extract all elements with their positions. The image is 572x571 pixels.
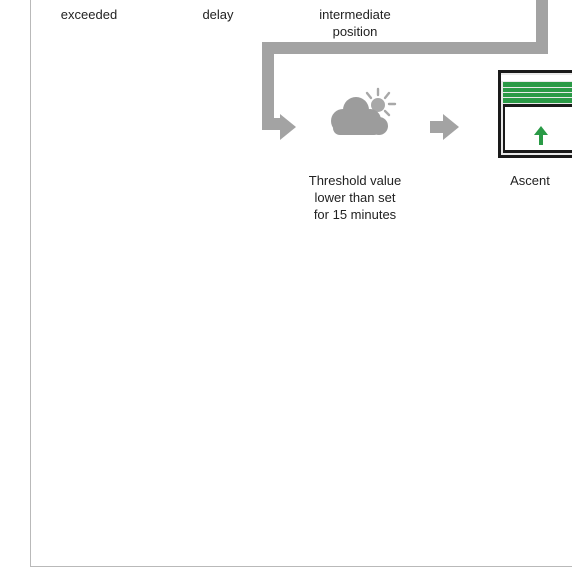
label-intermediate-line2: position (332, 24, 378, 39)
label-delay: delay (202, 7, 234, 22)
arrow-right-icon (430, 114, 459, 140)
label-threshold-line1: Threshold value (308, 173, 402, 188)
cloud-sun-icon (331, 87, 397, 135)
connector-arrowhead (280, 114, 296, 140)
label-threshold-line2: lower than set (314, 190, 396, 205)
label-threshold-line3: for 15 minutes (313, 207, 397, 222)
label-intermediate-position: intermediate position (300, 6, 410, 40)
connector-into-arrow (262, 118, 282, 130)
roller-shutter-icon (498, 70, 572, 158)
label-threshold: Threshold value lower than set for 15 mi… (300, 172, 410, 223)
label-intermediate-line1: intermediate (319, 7, 391, 22)
connector-path (262, 0, 548, 118)
arrow-up-icon (534, 126, 548, 145)
diagram-frame (30, 0, 572, 567)
label-exceeded: exceeded (60, 7, 118, 22)
label-ascent: Ascent (510, 173, 550, 188)
